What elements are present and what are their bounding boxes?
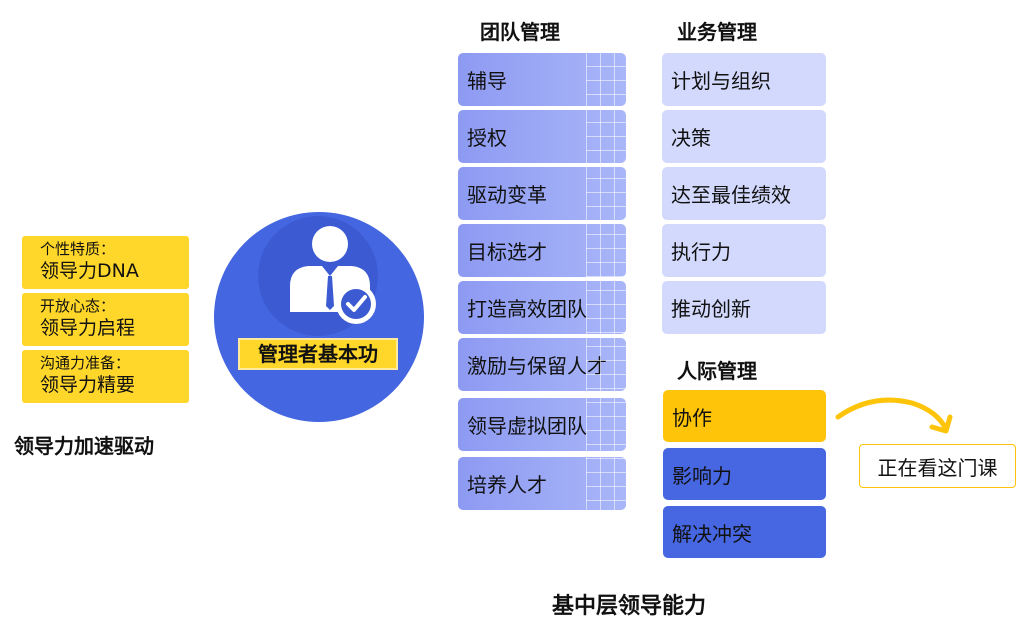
current-course-badge: 正在看这门课 (859, 444, 1016, 488)
team-item[interactable]: 辅导 (458, 53, 626, 106)
box-label: 个性特质： (40, 240, 116, 258)
team-item[interactable]: 授权 (458, 110, 626, 163)
box-value: 领导力DNA (40, 260, 139, 282)
team-item[interactable]: 培养人才 (458, 457, 626, 510)
manager-check-icon (290, 226, 376, 324)
left-panel: 个性特质： 领导力DNA 开放心态： 领导力启程 沟通力准备： 领导力精要 (22, 236, 189, 407)
business-item[interactable]: 达至最佳绩效 (662, 167, 826, 220)
curved-arrow-icon (835, 397, 953, 434)
left-caption: 领导力加速驱动 (14, 434, 154, 458)
business-item[interactable]: 推动创新 (662, 281, 826, 334)
footer-caption: 基中层领导能力 (552, 594, 707, 619)
people-item[interactable]: 解决冲突 (663, 506, 826, 558)
business-item[interactable]: 计划与组织 (662, 53, 826, 106)
center-circle: 管理者基本功 (214, 212, 424, 422)
center-label: 管理者基本功 (238, 338, 398, 370)
box-label: 开放心态： (40, 297, 116, 315)
box-value: 领导力精要 (40, 374, 136, 396)
communication-box[interactable]: 沟通力准备： 领导力精要 (22, 350, 189, 403)
business-column-title: 业务管理 (677, 20, 757, 44)
people-item[interactable]: 影响力 (663, 448, 826, 500)
team-column-title: 团队管理 (480, 20, 560, 44)
business-item[interactable]: 执行力 (662, 224, 826, 277)
mindset-box[interactable]: 开放心态： 领导力启程 (22, 293, 189, 346)
team-item[interactable]: 激励与保留人才 (458, 338, 626, 391)
box-label: 沟通力准备： (40, 354, 131, 372)
team-item[interactable]: 领导虚拟团队 (458, 398, 626, 451)
trait-box[interactable]: 个性特质： 领导力DNA (22, 236, 189, 289)
team-item[interactable]: 目标选才 (458, 224, 626, 277)
box-value: 领导力启程 (40, 317, 136, 339)
team-item[interactable]: 驱动变革 (458, 167, 626, 220)
people-item-active[interactable]: 协作 (663, 390, 826, 442)
business-item[interactable]: 决策 (662, 110, 826, 163)
team-item[interactable]: 打造高效团队 (458, 281, 626, 334)
people-column-title: 人际管理 (677, 359, 757, 383)
